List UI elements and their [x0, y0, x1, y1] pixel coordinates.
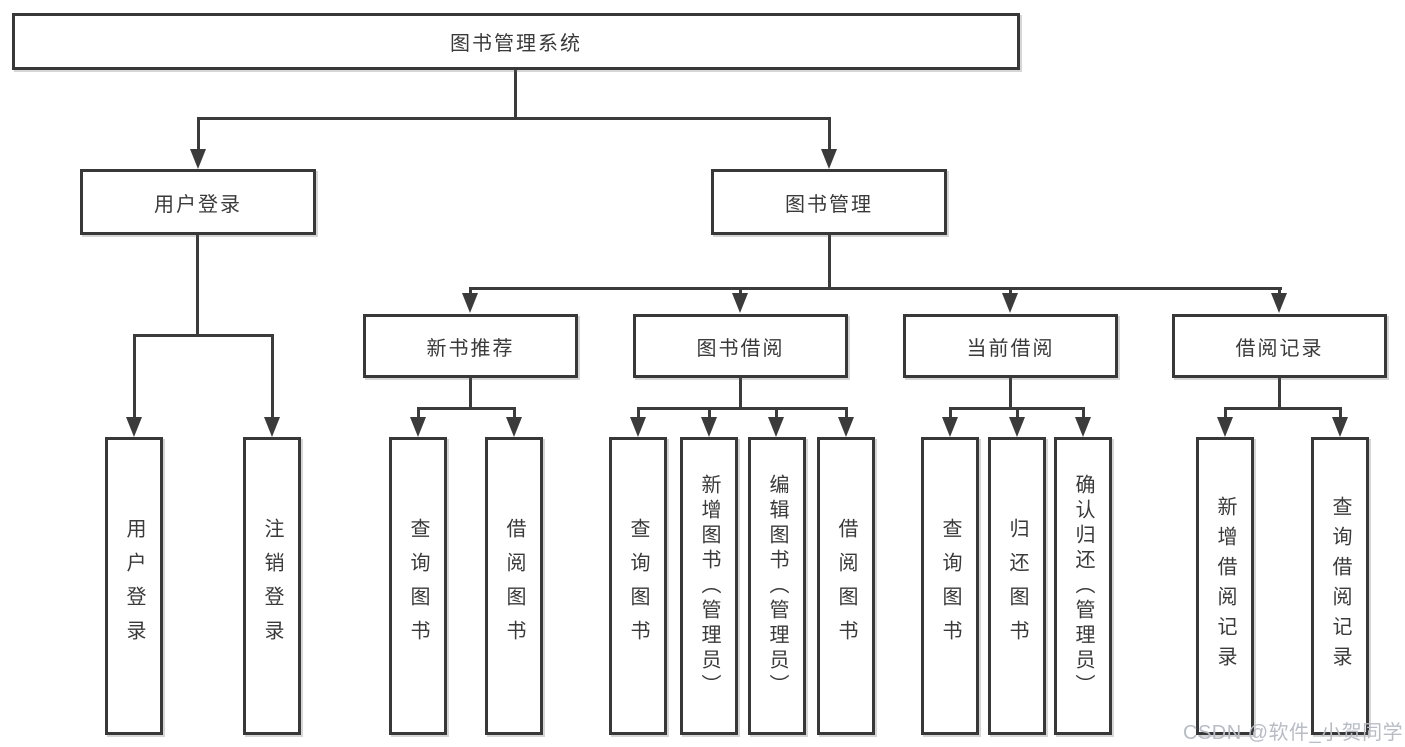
- arrow-down-icon: [838, 417, 854, 437]
- connector-line: [469, 287, 1282, 290]
- connector-line: [637, 407, 640, 419]
- connector-line: [1082, 407, 1085, 419]
- node-label: 图书管理系统: [450, 33, 582, 55]
- leaf-borrow-book-recommend: 借阅图书: [485, 437, 543, 735]
- node-book-management: 图书管理: [711, 169, 947, 235]
- leaf-confirm-return-admin: 确认归还（管理员）: [1054, 437, 1112, 735]
- leaf-user-login: 用户登录: [105, 437, 163, 735]
- leaf-label: 新增借阅记录: [1214, 496, 1236, 676]
- leaf-add-borrow-record: 新增借阅记录: [1196, 437, 1254, 735]
- connector-line: [196, 235, 199, 337]
- arrow-down-icon: [1009, 417, 1025, 437]
- leaf-label: 借阅图书: [503, 518, 525, 654]
- connector-line: [271, 334, 274, 420]
- leaf-label: 用户登录: [123, 518, 145, 654]
- leaf-edit-book-admin: 编辑图书（管理员）: [748, 437, 806, 735]
- leaf-label: 查询借阅记录: [1329, 496, 1351, 676]
- connector-line: [828, 117, 831, 152]
- arrow-down-icon: [1075, 417, 1091, 437]
- connector-line: [1224, 407, 1342, 410]
- leaf-add-book-admin: 新增图书（管理员）: [680, 437, 738, 735]
- leaf-query-borrow-record: 查询借阅记录: [1311, 437, 1369, 735]
- arrow-down-icon: [821, 149, 837, 169]
- node-label: 图书借阅: [696, 337, 785, 360]
- node-current-borrowing: 当前借阅: [903, 314, 1118, 378]
- arrow-down-icon: [1002, 293, 1018, 313]
- arrow-down-icon: [462, 293, 478, 313]
- arrow-down-icon: [630, 417, 646, 437]
- leaf-query-book-borrowing: 查询图书: [609, 437, 667, 735]
- leaf-logout: 注销登录: [243, 437, 301, 735]
- leaf-label: 编辑图书（管理员）: [766, 473, 788, 699]
- leaf-label: 注销登录: [261, 518, 283, 654]
- arrow-down-icon: [506, 417, 522, 437]
- connector-line: [469, 378, 472, 410]
- leaf-label: 借阅图书: [835, 518, 857, 654]
- connector-line: [708, 407, 711, 419]
- node-user-login: 用户登录: [80, 169, 316, 235]
- node-label: 当前借阅: [966, 337, 1055, 360]
- connector-line: [197, 117, 831, 120]
- leaf-borrow-book: 借阅图书: [817, 437, 875, 735]
- node-label: 用户登录: [154, 193, 242, 216]
- connector-line: [417, 407, 515, 410]
- leaf-label: 归还图书: [1006, 518, 1028, 654]
- arrow-down-icon: [701, 417, 717, 437]
- arrow-down-icon: [1271, 293, 1287, 313]
- connector-line: [828, 235, 831, 290]
- leaf-query-book-current: 查询图书: [921, 437, 979, 735]
- connector-line: [775, 407, 778, 419]
- leaf-label: 查询图书: [407, 518, 429, 654]
- connector-line: [197, 117, 200, 152]
- node-label: 借阅记录: [1235, 337, 1324, 360]
- arrow-down-icon: [942, 417, 958, 437]
- node-label: 图书管理: [785, 193, 873, 216]
- connector-line: [1339, 407, 1342, 419]
- connector-line: [739, 287, 742, 297]
- connector-line: [845, 407, 848, 419]
- arrow-down-icon: [264, 417, 280, 437]
- leaf-label: 查询图书: [939, 518, 961, 654]
- connector-line: [1009, 378, 1012, 410]
- arrow-down-icon: [768, 417, 784, 437]
- arrow-down-icon: [1217, 417, 1233, 437]
- connector-line: [1016, 407, 1019, 419]
- leaf-query-book-recommend: 查询图书: [389, 437, 447, 735]
- arrow-down-icon: [190, 149, 206, 169]
- connector-line: [417, 407, 420, 419]
- leaf-label: 查询图书: [627, 518, 649, 654]
- connector-line: [133, 334, 274, 337]
- connector-line: [513, 407, 516, 419]
- node-library-system: 图书管理系统: [12, 13, 1020, 70]
- connector-line: [1224, 407, 1227, 419]
- leaf-return-book: 归还图书: [988, 437, 1046, 735]
- leaf-label: 新增图书（管理员）: [698, 473, 720, 699]
- connector-line: [949, 407, 952, 419]
- node-new-book-recommend: 新书推荐: [363, 314, 578, 378]
- connector-line: [469, 287, 472, 297]
- node-borrowing-records: 借阅记录: [1172, 314, 1387, 378]
- connector-line: [739, 378, 742, 410]
- connector-line: [637, 407, 848, 410]
- csdn-watermark: CSDN @软件_小贺同学: [1183, 722, 1404, 744]
- connector-line: [1009, 287, 1012, 297]
- connector-line: [1278, 287, 1281, 297]
- node-book-borrowing: 图书借阅: [633, 314, 848, 378]
- connector-line: [1278, 378, 1281, 410]
- connector-line: [514, 70, 517, 120]
- node-label: 新书推荐: [426, 337, 515, 360]
- leaf-label: 确认归还（管理员）: [1072, 473, 1094, 699]
- arrow-down-icon: [1332, 417, 1348, 437]
- arrow-down-icon: [126, 417, 142, 437]
- arrow-down-icon: [410, 417, 426, 437]
- arrow-down-icon: [732, 293, 748, 313]
- connector-line: [133, 334, 136, 420]
